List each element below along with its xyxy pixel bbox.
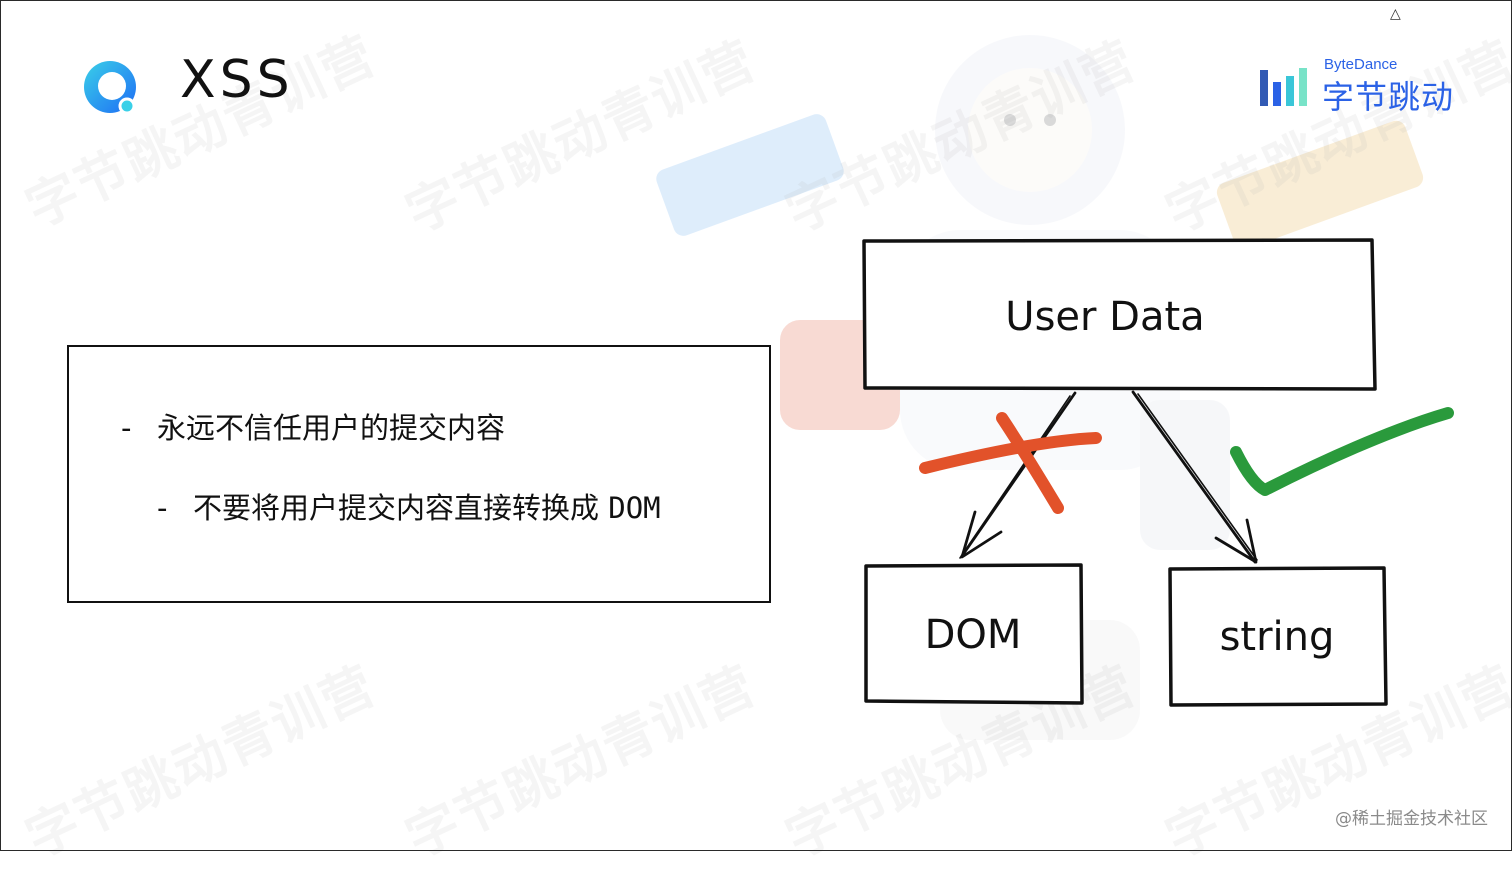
check-mark-icon [1230, 407, 1454, 496]
text-box: -永远不信任用户的提交内容 -不要将用户提交内容直接转换成 DOM [67, 345, 771, 603]
bullet-item: -永远不信任用户的提交内容 [121, 405, 505, 447]
sub-bullet-item: -不要将用户提交内容直接转换成 DOM [157, 485, 661, 527]
arrow-to-string [1131, 390, 1258, 564]
bytedance-logo: ByteDance 字节跳动 [1258, 56, 1468, 116]
cross-stroke [919, 432, 1102, 474]
bullet-dash: - [121, 411, 132, 445]
bullet-dash: - [157, 491, 168, 525]
cross-stroke [996, 412, 1064, 514]
user-data-label: User Data [1005, 294, 1204, 340]
slide: 字节跳动青训营 字节跳动青训营 字节跳动青训营 字节跳动青训营 字节跳动青训营 … [0, 0, 1512, 851]
arrow-to-dom [959, 391, 1077, 559]
brand-name-en: ByteDance [1324, 56, 1398, 73]
slide-title: XSS [180, 50, 294, 110]
brand-name-zh: 字节跳动 [1322, 78, 1455, 116]
string-label: string [1220, 614, 1335, 660]
shirt-icon: △ [1390, 6, 1401, 22]
code-dom: DOM [608, 491, 661, 525]
source-credit: @稀土掘金技术社区 [1335, 809, 1488, 829]
dom-label: DOM [925, 612, 1022, 658]
sub-bullet-text: 不要将用户提交内容直接转换成 [193, 491, 609, 525]
bytedance-bars-icon [1260, 68, 1307, 106]
dom-node: DOM [864, 563, 1084, 705]
course-logo-icon [84, 61, 136, 115]
flow-diagram: User Data DOM s [862, 238, 1454, 707]
check-stroke [1230, 407, 1454, 496]
bullet-text: 永远不信任用户的提交内容 [157, 411, 506, 445]
string-node: string [1168, 566, 1388, 707]
user-data-node: User Data [862, 238, 1377, 391]
cross-mark-icon [919, 412, 1102, 514]
